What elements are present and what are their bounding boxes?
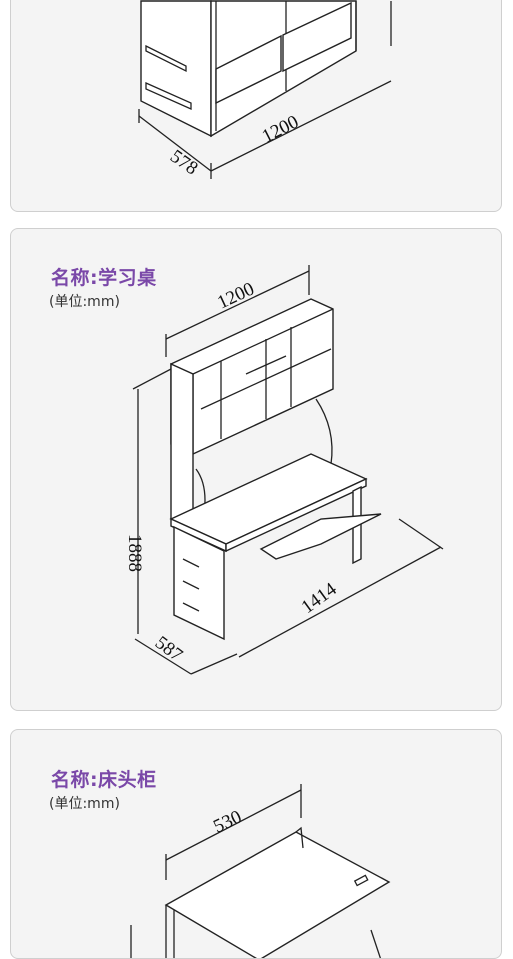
desk-length-dimension: 1414 <box>298 578 341 618</box>
wardrobe-drawer-left <box>215 34 282 105</box>
study-desk-card: 名称:学习桌 (单位:mm) 1888 <box>10 228 502 711</box>
wardrobe-drawer-right <box>282 1 352 73</box>
desk-unit: (单位:mm) <box>49 294 120 310</box>
desk-drawing: 1888 1200 1414 587 <box>124 265 444 675</box>
desk-width-dimension: 1200 <box>214 278 257 313</box>
nightstand-title: 名称:床头柜 <box>51 769 157 791</box>
desk-side-panel <box>170 362 194 531</box>
nightstand-top <box>164 831 391 958</box>
wardrobe-width-dimension: 1200 <box>259 111 302 147</box>
nightstand-drawing: 530 <box>130 784 391 958</box>
nightstand-width-dimension: 530 <box>210 806 245 837</box>
wardrobe-depth-dimension: 578 <box>166 146 201 180</box>
desk-drawer-unit <box>173 525 225 641</box>
wardrobe-side-panel <box>140 0 212 138</box>
desk-height-dimension: 1888 <box>124 534 145 572</box>
desk-title: 名称:学习桌 <box>51 267 157 289</box>
wardrobe-card: 578 1200 <box>10 0 502 212</box>
nightstand-card: 名称:床头柜 (单位:mm) 530 <box>10 729 502 959</box>
desk-depth-dimension: 587 <box>151 632 186 666</box>
desk-hutch <box>170 298 334 455</box>
desk-keyboard-tray <box>259 513 382 560</box>
nightstand-unit: (单位:mm) <box>49 796 120 812</box>
wardrobe-drawing: 578 1200 <box>138 0 392 180</box>
